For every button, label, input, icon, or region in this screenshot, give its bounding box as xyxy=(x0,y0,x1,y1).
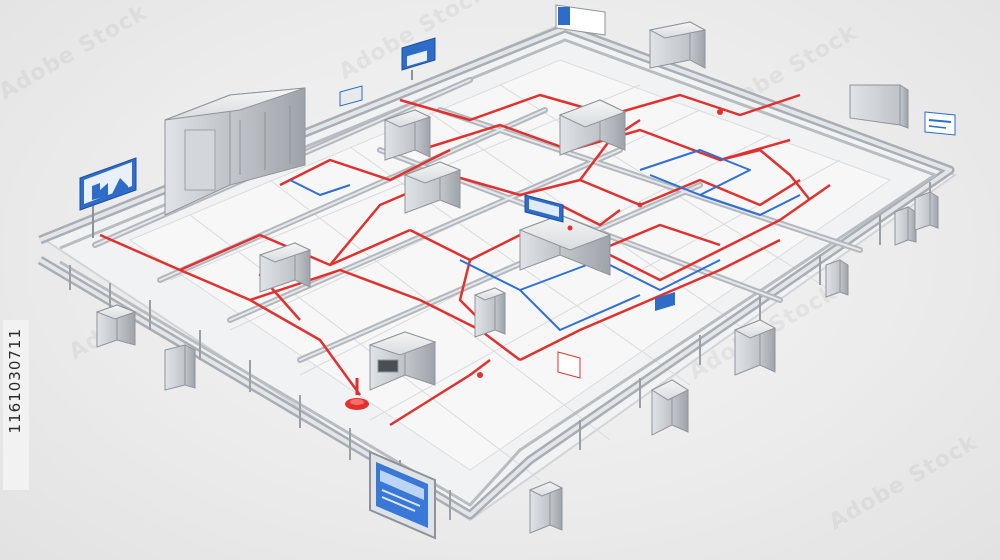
monitor-display-bottom xyxy=(369,450,436,540)
signboard-large-left xyxy=(79,157,137,238)
signboards xyxy=(79,4,956,540)
signboard-small xyxy=(557,351,581,379)
signboard-small xyxy=(655,292,675,311)
stock-id-label: 1161030711 xyxy=(6,328,24,434)
factory-icon xyxy=(92,183,108,200)
alarm-beacon-icon xyxy=(345,378,369,410)
machine-unit xyxy=(258,242,312,293)
machine-unit xyxy=(473,287,507,338)
mountain-icon xyxy=(112,178,128,194)
machine-unit xyxy=(914,191,939,231)
fittings xyxy=(477,109,723,378)
machine-unit xyxy=(894,206,917,246)
machine-unit xyxy=(648,21,707,69)
machine-units xyxy=(95,21,939,534)
signboard-top-right xyxy=(555,4,606,36)
stock-id-backdrop xyxy=(3,320,29,490)
machine-unit xyxy=(650,379,690,436)
signboard-far-right xyxy=(924,111,956,136)
machine-unit xyxy=(825,259,849,298)
process-building xyxy=(164,87,306,216)
machine-unit xyxy=(528,481,564,534)
signboard-small xyxy=(339,85,363,107)
machine-unit xyxy=(733,319,777,376)
machine-unit xyxy=(849,84,909,129)
blue-utility-lines xyxy=(289,149,801,331)
machine-unit xyxy=(403,161,462,214)
signboard-top xyxy=(401,37,436,80)
machine-unit xyxy=(368,331,437,391)
machine-unit xyxy=(383,109,432,161)
signboard-center xyxy=(524,194,564,223)
machine-unit xyxy=(164,344,196,391)
conveyor-legs xyxy=(69,182,931,520)
machine-unit xyxy=(95,304,137,348)
machine-unit xyxy=(558,99,627,156)
machine-unit xyxy=(518,214,612,276)
